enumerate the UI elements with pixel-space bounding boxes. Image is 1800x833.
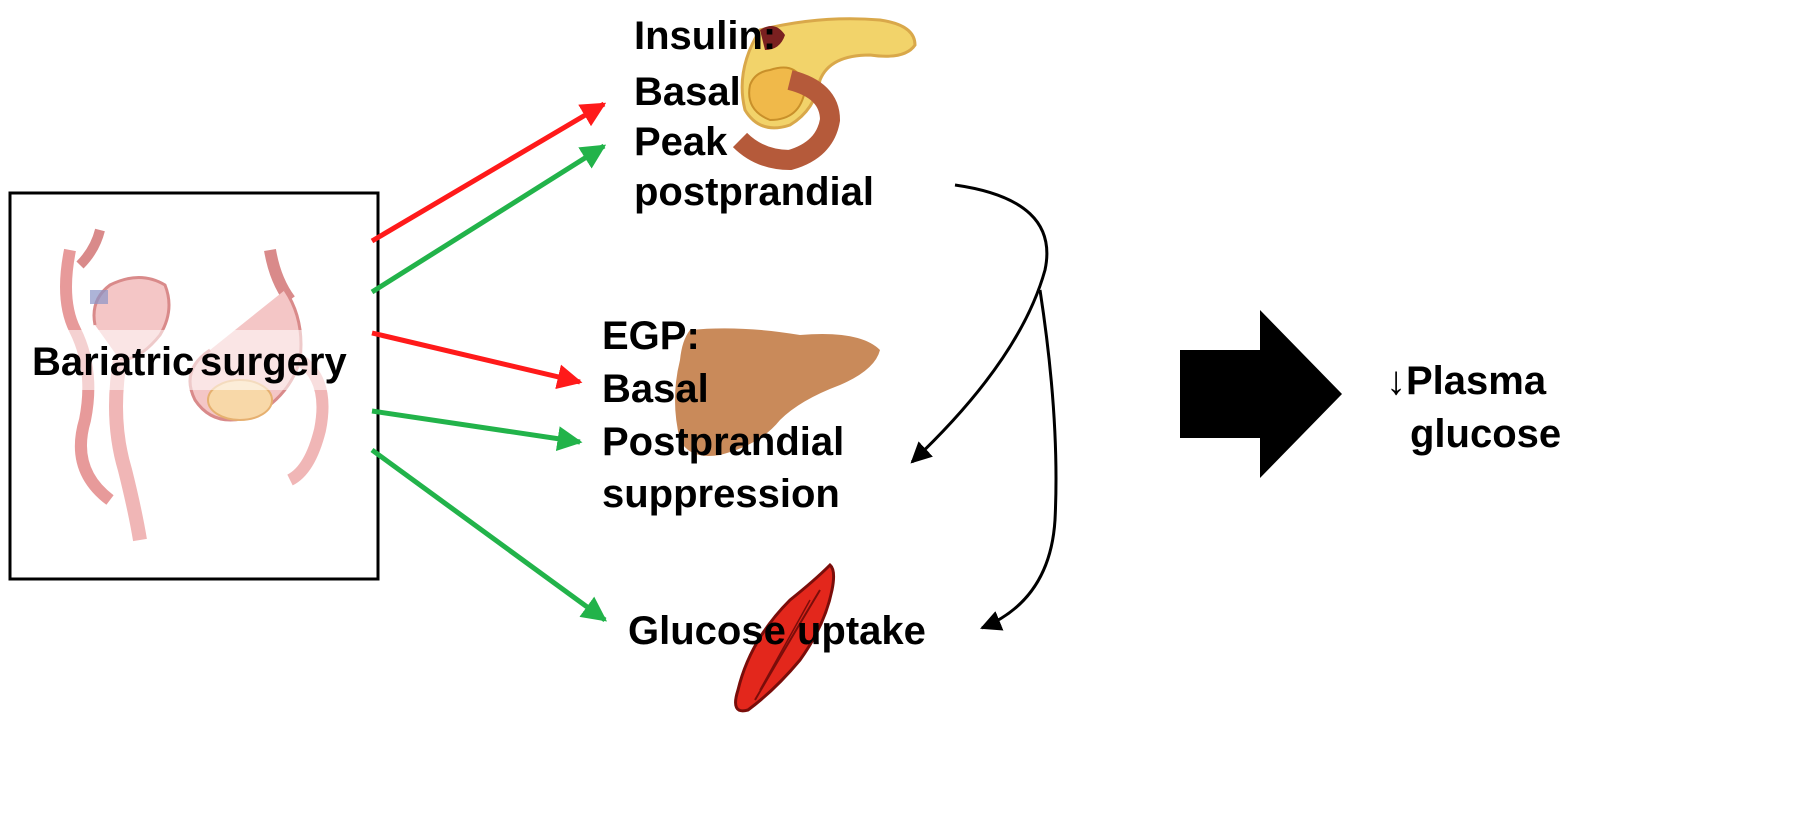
- egp-line-postprandial: Postprandial: [602, 420, 845, 464]
- outcome-line2: glucose: [1410, 412, 1562, 456]
- surgery-label-left: Bariatric: [32, 340, 195, 384]
- insulin-line-basal: Basal: [634, 70, 741, 114]
- egp-line-title: EGP:: [602, 314, 700, 358]
- arrow-egp-basal: [371, 330, 583, 390]
- arrow-insulin-basal: [370, 101, 607, 244]
- liver-icon: [675, 328, 880, 456]
- insulin-line-peak: Peak: [634, 120, 728, 164]
- arrow-egp-suppression: [371, 408, 583, 452]
- outcome-line1: ↓Plasma: [1386, 359, 1547, 403]
- arrow-glucose-uptake: [370, 447, 608, 623]
- glucose-uptake-label: Glucose uptake: [628, 609, 926, 653]
- arrow-insulin-peak: [370, 143, 607, 295]
- insulin-line-postprandial: postprandial: [634, 170, 875, 214]
- surgery-label-right: surgery: [200, 340, 347, 384]
- big-right-arrow-icon: [1180, 310, 1342, 478]
- curved-arrow-to-muscle: [980, 289, 1058, 631]
- insulin-line-title: Insulin:: [634, 14, 777, 58]
- pancreas-icon: [732, 17, 917, 171]
- egp-line-suppression: suppression: [602, 472, 840, 516]
- surgery-label-band: [14, 330, 374, 390]
- curved-arrow-to-egp: [910, 183, 1049, 464]
- egp-line-basal: Basal: [602, 367, 709, 411]
- muscle-icon: [734, 562, 836, 713]
